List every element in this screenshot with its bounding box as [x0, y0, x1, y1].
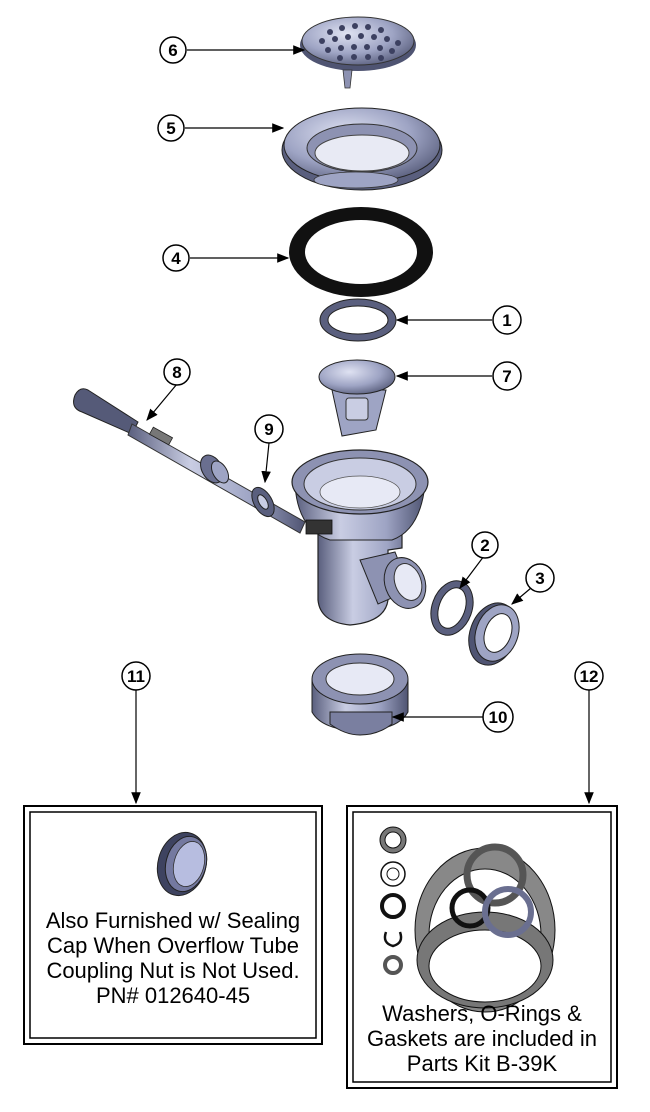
svg-text:5: 5: [166, 119, 175, 138]
callout-10: 10: [482, 701, 514, 733]
parts-kit-box-inner: [352, 811, 612, 1083]
callout-9: 9: [254, 414, 284, 444]
part-10-tailpiece-nut: [311, 653, 409, 736]
part-5-flange: [281, 107, 443, 191]
part-6-strainer: [300, 16, 416, 89]
parts-kit-caption-line-3: Parts Kit B-39K: [406, 1051, 558, 1076]
svg-text:3: 3: [535, 569, 544, 588]
svg-text:9: 9: [264, 420, 273, 439]
callout-11: 11: [121, 661, 151, 691]
sealing-cap-caption: Also Furnished w/ Sealing Cap When Overf…: [30, 908, 316, 1008]
callout-3: 3: [525, 563, 555, 593]
sealing-cap-caption-line-3: Coupling Nut is Not Used.: [46, 958, 300, 983]
callout-8: 8: [163, 358, 191, 386]
svg-text:4: 4: [171, 249, 181, 268]
svg-text:8: 8: [172, 363, 181, 382]
parts-kit-illustration: [379, 826, 556, 1013]
sealing-cap-caption-line-1: Also Furnished w/ Sealing: [45, 908, 301, 933]
sealing-cap-box-inner: [29, 811, 317, 1039]
sealing-cap-caption-line-2: Cap When Overflow Tube: [47, 933, 299, 958]
callout-7: 7: [492, 361, 522, 391]
callout-lines: [131, 45, 594, 805]
callout-5: 5: [157, 114, 185, 142]
callout-2: 2: [471, 531, 499, 559]
parts-kit-caption: Washers, O-Rings & Gaskets are included …: [353, 1001, 611, 1076]
part-7-stopper: [318, 359, 396, 437]
svg-text:11: 11: [127, 667, 145, 686]
sealing-cap-caption-line-4: PN# 012640-45: [95, 983, 251, 1008]
svg-text:10: 10: [489, 708, 508, 727]
sealing-cap-illustration: [156, 831, 208, 897]
drain-body: [291, 449, 429, 626]
part-3-coupling-nut: [468, 602, 520, 666]
callout-12: 12: [574, 661, 604, 691]
part-4-gasket: [289, 207, 433, 297]
svg-text:12: 12: [580, 667, 599, 686]
part-1-o-ring: [319, 298, 397, 342]
svg-text:2: 2: [480, 536, 489, 555]
callout-6: 6: [159, 36, 187, 64]
callout-1: 1: [492, 305, 522, 335]
callout-4: 4: [162, 244, 190, 272]
svg-text:7: 7: [502, 367, 511, 386]
svg-text:6: 6: [168, 41, 177, 60]
svg-text:1: 1: [502, 311, 511, 330]
part-9-rod-washer: [251, 486, 275, 518]
parts-kit-caption-line-2: Gaskets are included in: [367, 1026, 597, 1051]
parts-kit-caption-line-1: Washers, O-Rings &: [382, 1001, 582, 1026]
